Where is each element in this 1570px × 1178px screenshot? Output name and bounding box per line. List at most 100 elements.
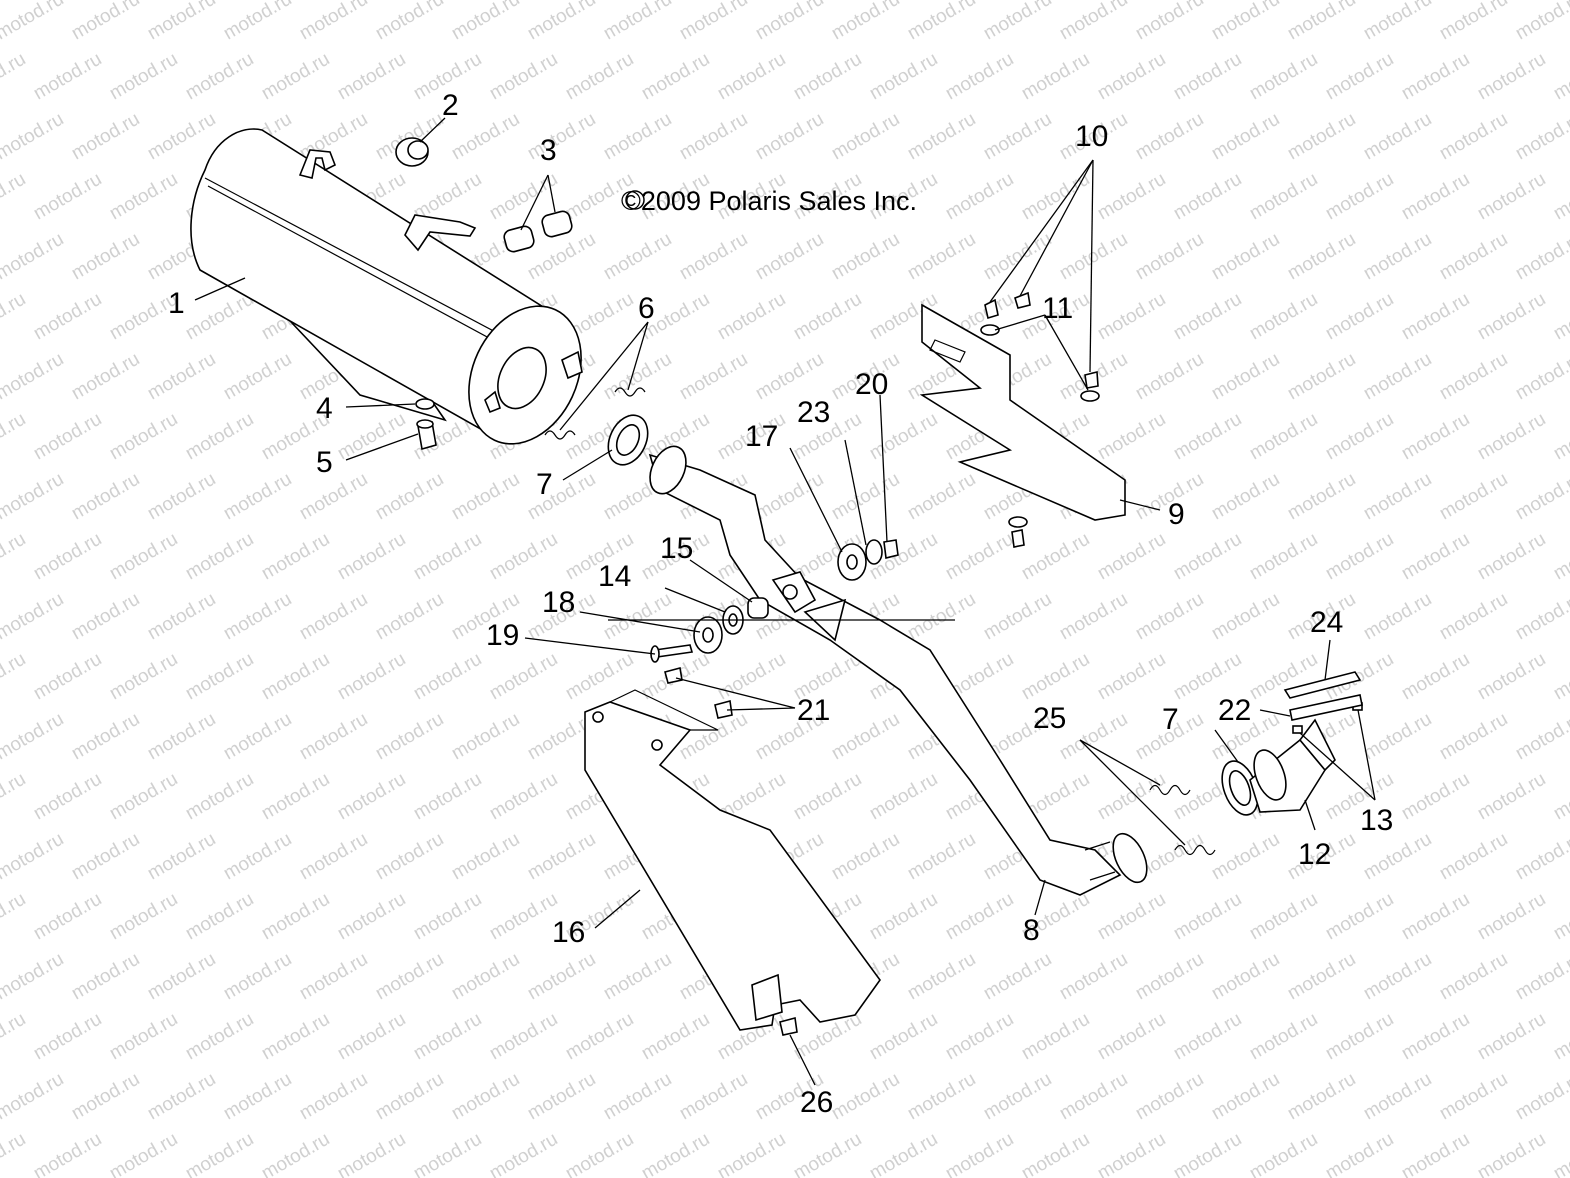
watermark-text: motod.ru (676, 1069, 751, 1125)
watermark-text: motod.ru (448, 949, 523, 1005)
watermark-text: motod.ru (1018, 169, 1093, 225)
watermark-text: motod.ru (68, 349, 143, 405)
screws-21 (664, 667, 733, 719)
watermark-text: motod.ru (1322, 409, 1397, 465)
watermark-text: motod.ru (486, 769, 561, 825)
watermark-text: motod.ru (524, 229, 599, 285)
washer-4 (415, 398, 435, 410)
watermark-text: motod.ru (106, 1009, 181, 1065)
rubber-mounts (503, 210, 573, 253)
watermark-text: motod.ru (828, 109, 903, 165)
watermark-text: motod.ru (1322, 529, 1397, 585)
watermark-text: motod.ru (0, 469, 67, 525)
watermark-text: motod.ru (1132, 949, 1207, 1005)
watermark-text: motod.ru (30, 889, 105, 945)
watermark-text: motod.ru (0, 169, 29, 225)
watermark-text: motod.ru (144, 1069, 219, 1125)
watermark-text: motod.ru (866, 1129, 941, 1178)
callout-7-upper: 7 (536, 468, 553, 501)
watermark-text: motod.ru (562, 649, 637, 705)
watermark-text: motod.ru (182, 649, 257, 705)
watermark-text: motod.ru (866, 49, 941, 105)
watermark-text: motod.ru (1398, 169, 1473, 225)
watermark-text: motod.ru (524, 949, 599, 1005)
watermark-text: motod.ru (68, 109, 143, 165)
watermark-text: motod.ru (296, 949, 371, 1005)
watermark-text: motod.ru (1132, 349, 1207, 405)
watermark-text: motod.ru (1474, 649, 1549, 705)
watermark-text: motod.ru (1436, 0, 1511, 44)
watermark-text: motod.ru (828, 0, 903, 44)
watermark-text: motod.ru (334, 409, 409, 465)
callout-15: 15 (660, 532, 693, 565)
watermark-text: motod.ru (1094, 169, 1169, 225)
watermark-text: motod.ru (1208, 469, 1283, 525)
spacer-5 (416, 419, 437, 451)
watermark-text: motod.ru (372, 589, 447, 645)
watermark-text: motod.ru (1550, 409, 1570, 465)
watermark-text: motod.ru (942, 49, 1017, 105)
watermark-text: motod.ru (1398, 649, 1473, 705)
watermark-text: motod.ru (1436, 829, 1511, 885)
watermark-text: motod.ru (486, 49, 561, 105)
watermark-text: motod.ru (904, 229, 979, 285)
watermark-text: motod.ru (486, 649, 561, 705)
watermark-text: motod.ru (1322, 1129, 1397, 1178)
watermark-text: motod.ru (1208, 1069, 1283, 1125)
watermark-text: motod.ru (638, 1009, 713, 1065)
watermark-text: motod.ru (0, 529, 29, 585)
watermark-text: motod.ru (1170, 529, 1245, 585)
watermark-text: motod.ru (1094, 409, 1169, 465)
watermark-text: motod.ru (1094, 889, 1169, 945)
watermark-text: motod.ru (1094, 289, 1169, 345)
watermark-text: motod.ru (1132, 589, 1207, 645)
watermark-text: motod.ru (1474, 169, 1549, 225)
watermark-text: motod.ru (1094, 1129, 1169, 1178)
screw-26 (779, 1016, 798, 1036)
copyright-text: ©2009 Polaris Sales Inc. (621, 186, 917, 216)
watermark-text: motod.ru (1208, 829, 1283, 885)
watermark-text: motod.ru (68, 589, 143, 645)
watermark-text: motod.ru (1322, 889, 1397, 945)
watermark-text: motod.ru (372, 469, 447, 525)
watermark-text: motod.ru (1208, 349, 1283, 405)
watermark-text: motod.ru (1132, 0, 1207, 44)
watermark-text: motod.ru (676, 349, 751, 405)
watermark-text: motod.ru (372, 709, 447, 765)
watermark-text: motod.ru (220, 469, 295, 525)
watermark-text: motod.ru (1512, 589, 1570, 645)
watermark-text: motod.ru (600, 1069, 675, 1125)
watermark-text: motod.ru (0, 0, 67, 44)
watermark-text: motod.ru (600, 0, 675, 44)
watermark-text: motod.ru (1246, 169, 1321, 225)
watermark-text: motod.ru (1170, 1009, 1245, 1065)
watermark-text: motod.ru (372, 829, 447, 885)
watermark-text: motod.ru (0, 229, 67, 285)
watermark-text: motod.ru (1132, 229, 1207, 285)
watermark-text: motod.ru (106, 889, 181, 945)
watermark-text: motod.ru (1550, 49, 1570, 105)
watermark-text: motod.ru (1398, 529, 1473, 585)
watermark-text: motod.ru (714, 49, 789, 105)
lower-heat-shield (584, 689, 881, 1031)
gasket-7-upper (607, 414, 649, 466)
watermark-text: motod.ru (486, 1009, 561, 1065)
watermark-text: motod.ru (296, 709, 371, 765)
watermark-text: motod.ru (1398, 409, 1473, 465)
watermark-text: motod.ru (1360, 469, 1435, 525)
watermark-text: motod.ru (600, 589, 675, 645)
watermark-text: motod.ru (0, 589, 67, 645)
watermark-text: motod.ru (1512, 349, 1570, 405)
watermark-text: motod.ru (1550, 169, 1570, 225)
watermark-text: motod.ru (1360, 709, 1435, 765)
watermark-text: motod.ru (524, 829, 599, 885)
watermark-text: motod.ru (258, 1009, 333, 1065)
watermark-text: motod.ru (448, 109, 523, 165)
callout-5: 5 (316, 446, 333, 479)
watermark-text: motod.ru (1436, 1069, 1511, 1125)
callout-26: 26 (800, 1086, 833, 1119)
callout-4: 4 (316, 392, 333, 425)
watermark-text: motod.ru (1018, 49, 1093, 105)
callout-24: 24 (1310, 606, 1343, 639)
callout-1: 1 (168, 287, 185, 320)
